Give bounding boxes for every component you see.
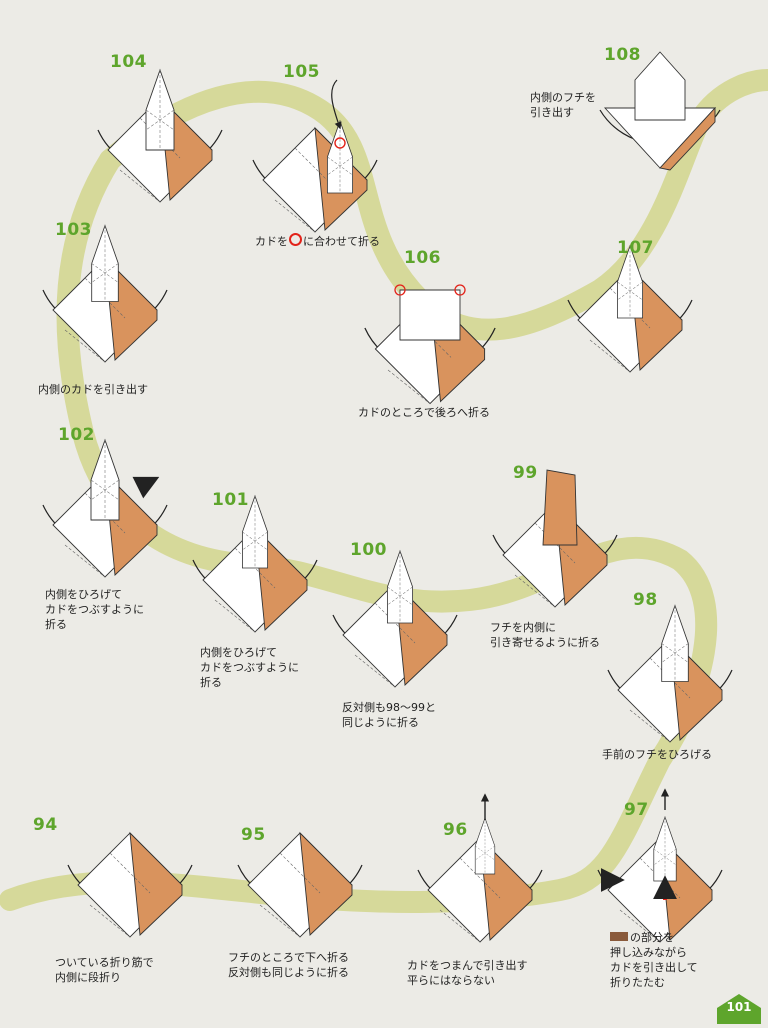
page-number: 101 — [726, 1000, 752, 1014]
step-106-figure — [364, 284, 496, 405]
caption-95: フチのところで下へ折る 反対側も同じように折る — [228, 951, 349, 979]
caption-102: 内側をひろげて カドをつぶすように 折る — [45, 588, 144, 631]
caption-94: ついている折り筋で 内側に段折り — [55, 956, 154, 984]
step-108-figure — [599, 51, 721, 171]
step-102-figure — [42, 439, 168, 578]
step-number-95: 95 — [241, 825, 266, 845]
step-number-107: 107 — [617, 238, 654, 258]
caption-100: 反対側も98～99と 同じように折る — [342, 701, 436, 729]
caption-101: 内側をひろげて カドをつぶすように 折る — [200, 646, 299, 689]
step-number-102: 102 — [58, 425, 95, 445]
step-105-figure — [252, 79, 378, 233]
brown-swatch — [610, 932, 628, 941]
caption-99: フチを内側に 引き寄せるように折る — [490, 621, 600, 649]
red-circle-mark — [289, 233, 302, 246]
step-94-figure — [67, 832, 193, 938]
step-number-108: 108 — [604, 45, 641, 65]
target-circle-mark — [334, 137, 346, 149]
caption-96: カドをつまんで引き出す 平らにはならない — [407, 959, 528, 987]
caption-105: カドをに合わせて折る — [255, 233, 380, 248]
step-number-101: 101 — [212, 490, 249, 510]
step-number-98: 98 — [633, 590, 658, 610]
step-number-103: 103 — [55, 220, 92, 240]
step-96-figure — [417, 793, 543, 943]
step-number-106: 106 — [404, 248, 441, 268]
caption-103: 内側のカドを引き出す — [38, 383, 148, 396]
page-badge-shape — [717, 994, 761, 1024]
caption-97: の部分を 押し込みながら カドを引き出して 折りたたむ — [610, 931, 698, 989]
page-number-badge: 101 — [717, 994, 761, 1024]
caption-106: カドのところで後ろへ折る — [358, 406, 490, 419]
caption-108: 内側のフチを 引き出す — [530, 91, 596, 119]
step-number-104: 104 — [110, 52, 147, 72]
step-number-100: 100 — [350, 540, 387, 560]
step-number-105: 105 — [283, 62, 320, 82]
caption-98: 手前のフチをひろげる — [602, 748, 712, 761]
step-100-figure — [332, 550, 458, 688]
step-97-figure — [597, 788, 723, 943]
step-number-94: 94 — [33, 815, 58, 835]
step-99-figure — [492, 469, 618, 608]
step-number-96: 96 — [443, 820, 468, 840]
step-104-figure — [97, 69, 223, 203]
step-number-99: 99 — [513, 463, 538, 483]
step-number-97: 97 — [624, 800, 649, 820]
step-95-figure — [237, 832, 363, 938]
